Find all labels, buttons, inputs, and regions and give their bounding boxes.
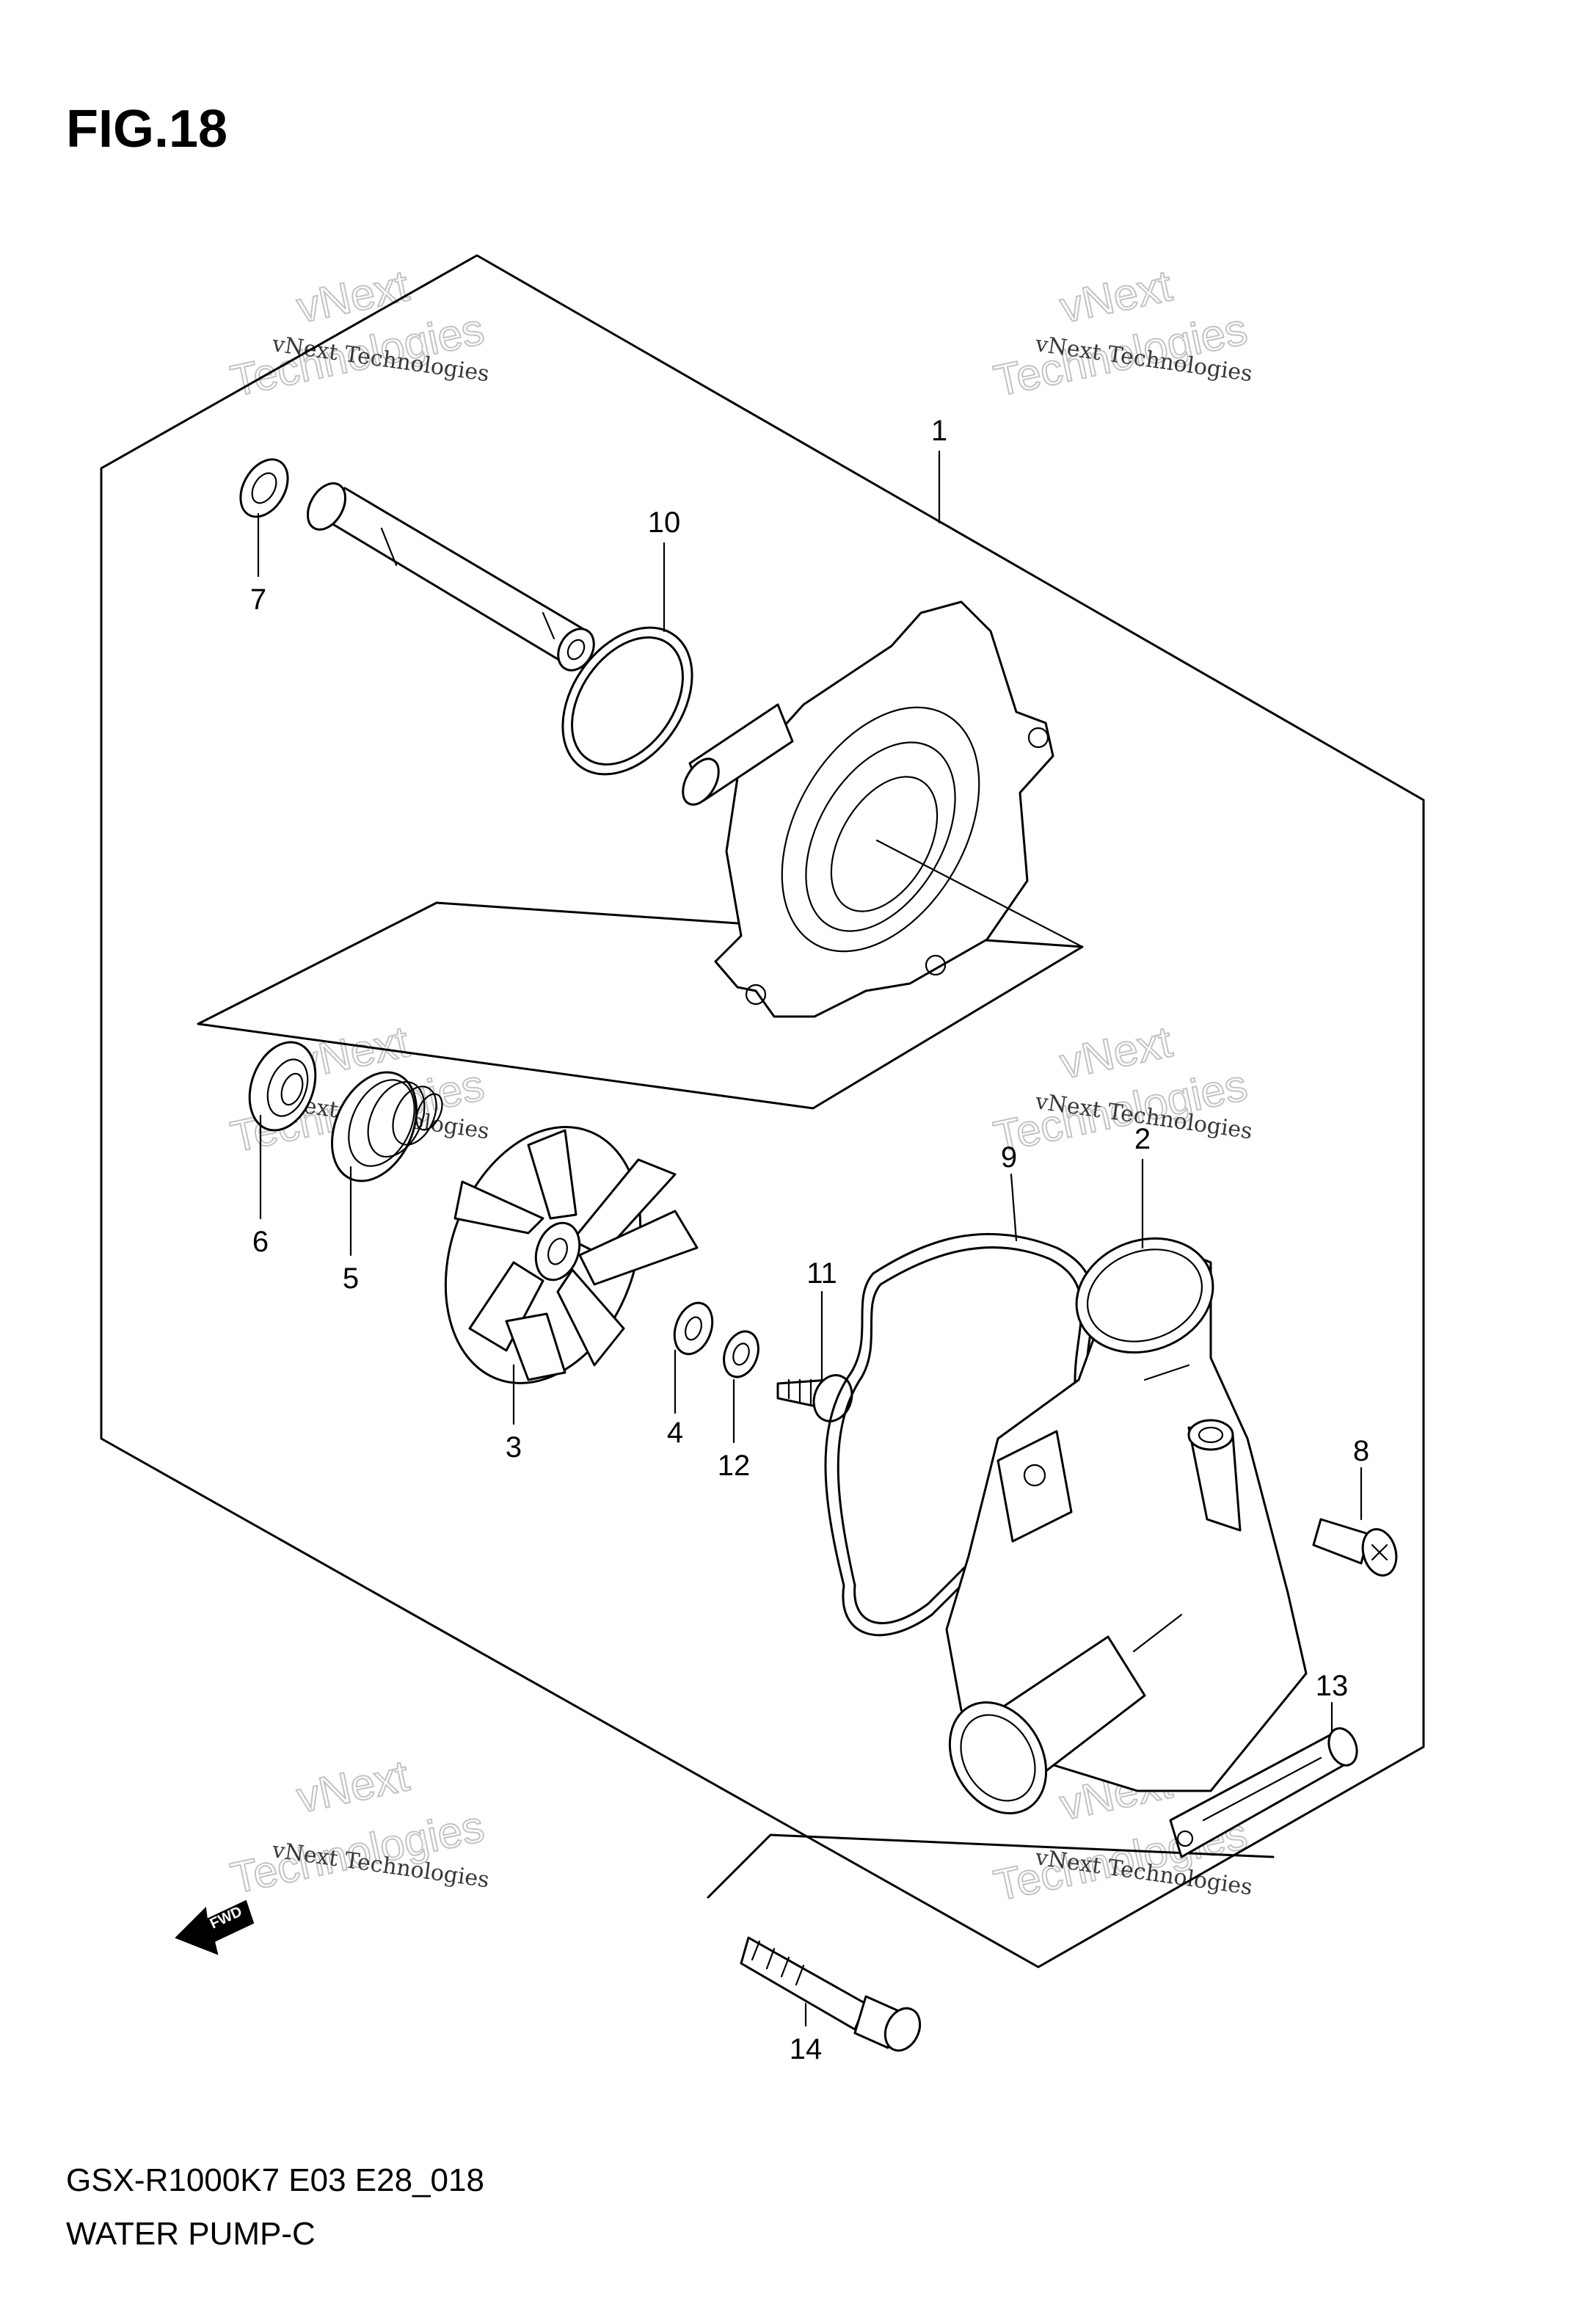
case-screw-part — [1312, 1518, 1398, 1577]
gasket-washer-part — [723, 1330, 759, 1378]
watermark-top-right: vNext Technologies vNext Technologies — [989, 260, 1254, 406]
model-code: GSX-R1000K7 E03 E28_018 — [66, 2162, 484, 2198]
figure-title: FIG.18 — [66, 100, 227, 159]
section-name: WATER PUMP-C — [66, 2216, 316, 2252]
pump-shaft-part — [306, 482, 595, 672]
bolt-boundary — [707, 1833, 1275, 1899]
housing-o-ring-part — [561, 626, 693, 776]
mechanical-seal-part — [330, 1071, 443, 1182]
watermark-mid-right: vNext Technologies vNext Technologies — [989, 1016, 1254, 1162]
pump-housing-part — [682, 600, 1084, 1018]
callout-13: 13 — [1316, 1670, 1349, 1702]
callout-12: 12 — [718, 1450, 751, 1482]
case-o-ring-part — [824, 1232, 1095, 1637]
oil-seal-part — [248, 1041, 317, 1132]
callout-14: 14 — [790, 2033, 823, 2065]
leader-lines — [257, 450, 1363, 2027]
pump-case-part — [945, 1237, 1308, 1814]
callout-4: 4 — [667, 1417, 683, 1449]
assembly-boundary — [100, 254, 1425, 1969]
hose-clamp-part — [1169, 1727, 1358, 1858]
callout-labels: 1 2 3 4 5 6 7 8 9 10 11 12 13 14 — [250, 415, 1369, 2065]
watermark-bottom-left: vNext Technologies vNext Technologies — [226, 1750, 491, 1903]
shaft-washer-part — [239, 458, 289, 518]
watermark-top-left: vNext Technologies vNext Technologies — [226, 260, 491, 406]
leader-9 — [1010, 1173, 1018, 1242]
callout-5: 5 — [343, 1262, 359, 1295]
callout-9: 9 — [1001, 1141, 1017, 1174]
callout-1: 1 — [931, 415, 947, 447]
callout-7: 7 — [250, 584, 266, 616]
forward-arrow-icon: FWD — [175, 1900, 255, 1955]
mounting-bolt-part — [740, 1936, 922, 2052]
washer-part — [673, 1301, 714, 1356]
callout-2: 2 — [1134, 1123, 1151, 1155]
callout-6: 6 — [252, 1226, 269, 1258]
callout-10: 10 — [648, 506, 681, 539]
callout-8: 8 — [1353, 1435, 1369, 1467]
callout-3: 3 — [506, 1431, 522, 1464]
svg-text:vNext: vNext — [293, 1751, 413, 1822]
callout-11: 11 — [806, 1257, 837, 1290]
impeller-part — [444, 1126, 699, 1384]
